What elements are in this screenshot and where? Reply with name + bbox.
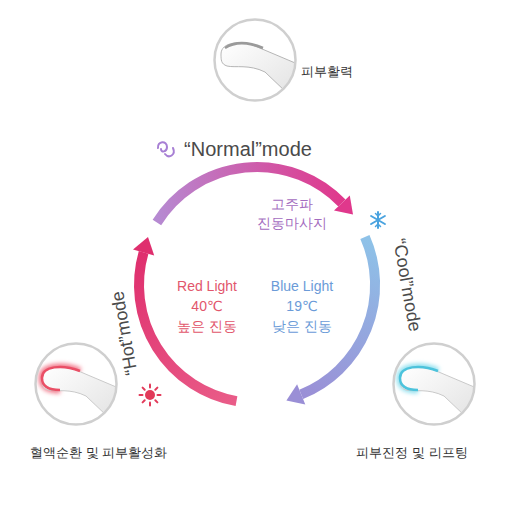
cool-arc: [301, 237, 375, 394]
light-color: Blue Light: [271, 277, 333, 296]
mode-caption: 피부진정 및 리프팅: [356, 445, 467, 462]
mode-description: 고주파 진동마사지: [252, 195, 332, 233]
normal-arrowhead: [334, 195, 353, 214]
label-holder: 고주파 진동마사지: [252, 195, 332, 233]
caption-holder: 피부활력: [301, 64, 353, 81]
swirl-icon: [158, 142, 174, 156]
circle-ring: [36, 344, 117, 425]
cool-arrowhead: [286, 384, 305, 404]
caption-holder: 피부진정 및 리프팅: [356, 445, 467, 462]
caption-holder: 혈액순환 및 피부활성화: [30, 445, 167, 462]
label-holder: 19℃: [286, 297, 317, 316]
label-holder: “Cool”mode: [387, 237, 427, 334]
circle-ring: [215, 20, 296, 101]
label-holder: 높은 진동: [177, 317, 237, 336]
label-holder: 40℃: [191, 297, 222, 316]
mode-circle: 피부진정 및 리프팅: [392, 342, 476, 426]
normal-arc: [157, 167, 342, 223]
circle-outline: [34, 342, 118, 426]
mode-caption: 혈액순환 및 피부활성화: [30, 445, 167, 462]
label-holder: Red Light: [177, 277, 237, 296]
temperature: 40℃: [191, 297, 222, 316]
mode-caption: 피부활력: [301, 64, 353, 81]
device-illustration: [215, 20, 307, 112]
mode-circle: 피부활력: [213, 18, 297, 102]
snowflake-icon: [371, 212, 385, 228]
device-blue-illustration: [394, 344, 486, 436]
device-red-illustration: [36, 344, 128, 436]
mode-name: “Normal”mode: [184, 136, 312, 163]
hot-arc: [139, 252, 236, 401]
label-holder: Blue Light: [271, 277, 333, 296]
hot-arrowhead: [133, 237, 154, 255]
circle-outline: [392, 342, 476, 426]
circle-ring: [394, 344, 475, 425]
mode-circle: 혈액순환 및 피부활성화: [34, 342, 118, 426]
vibration-level: 높은 진동: [177, 317, 237, 336]
mode-name: “Cool”mode: [387, 237, 427, 334]
label-holder: “Normal”mode: [184, 136, 312, 163]
label-holder: 낮은 진동: [272, 317, 332, 336]
sun-icon: [140, 385, 161, 406]
temperature: 19℃: [286, 297, 317, 316]
vibration-level: 낮은 진동: [272, 317, 332, 336]
light-color: Red Light: [177, 277, 237, 296]
circle-outline: [213, 18, 297, 102]
